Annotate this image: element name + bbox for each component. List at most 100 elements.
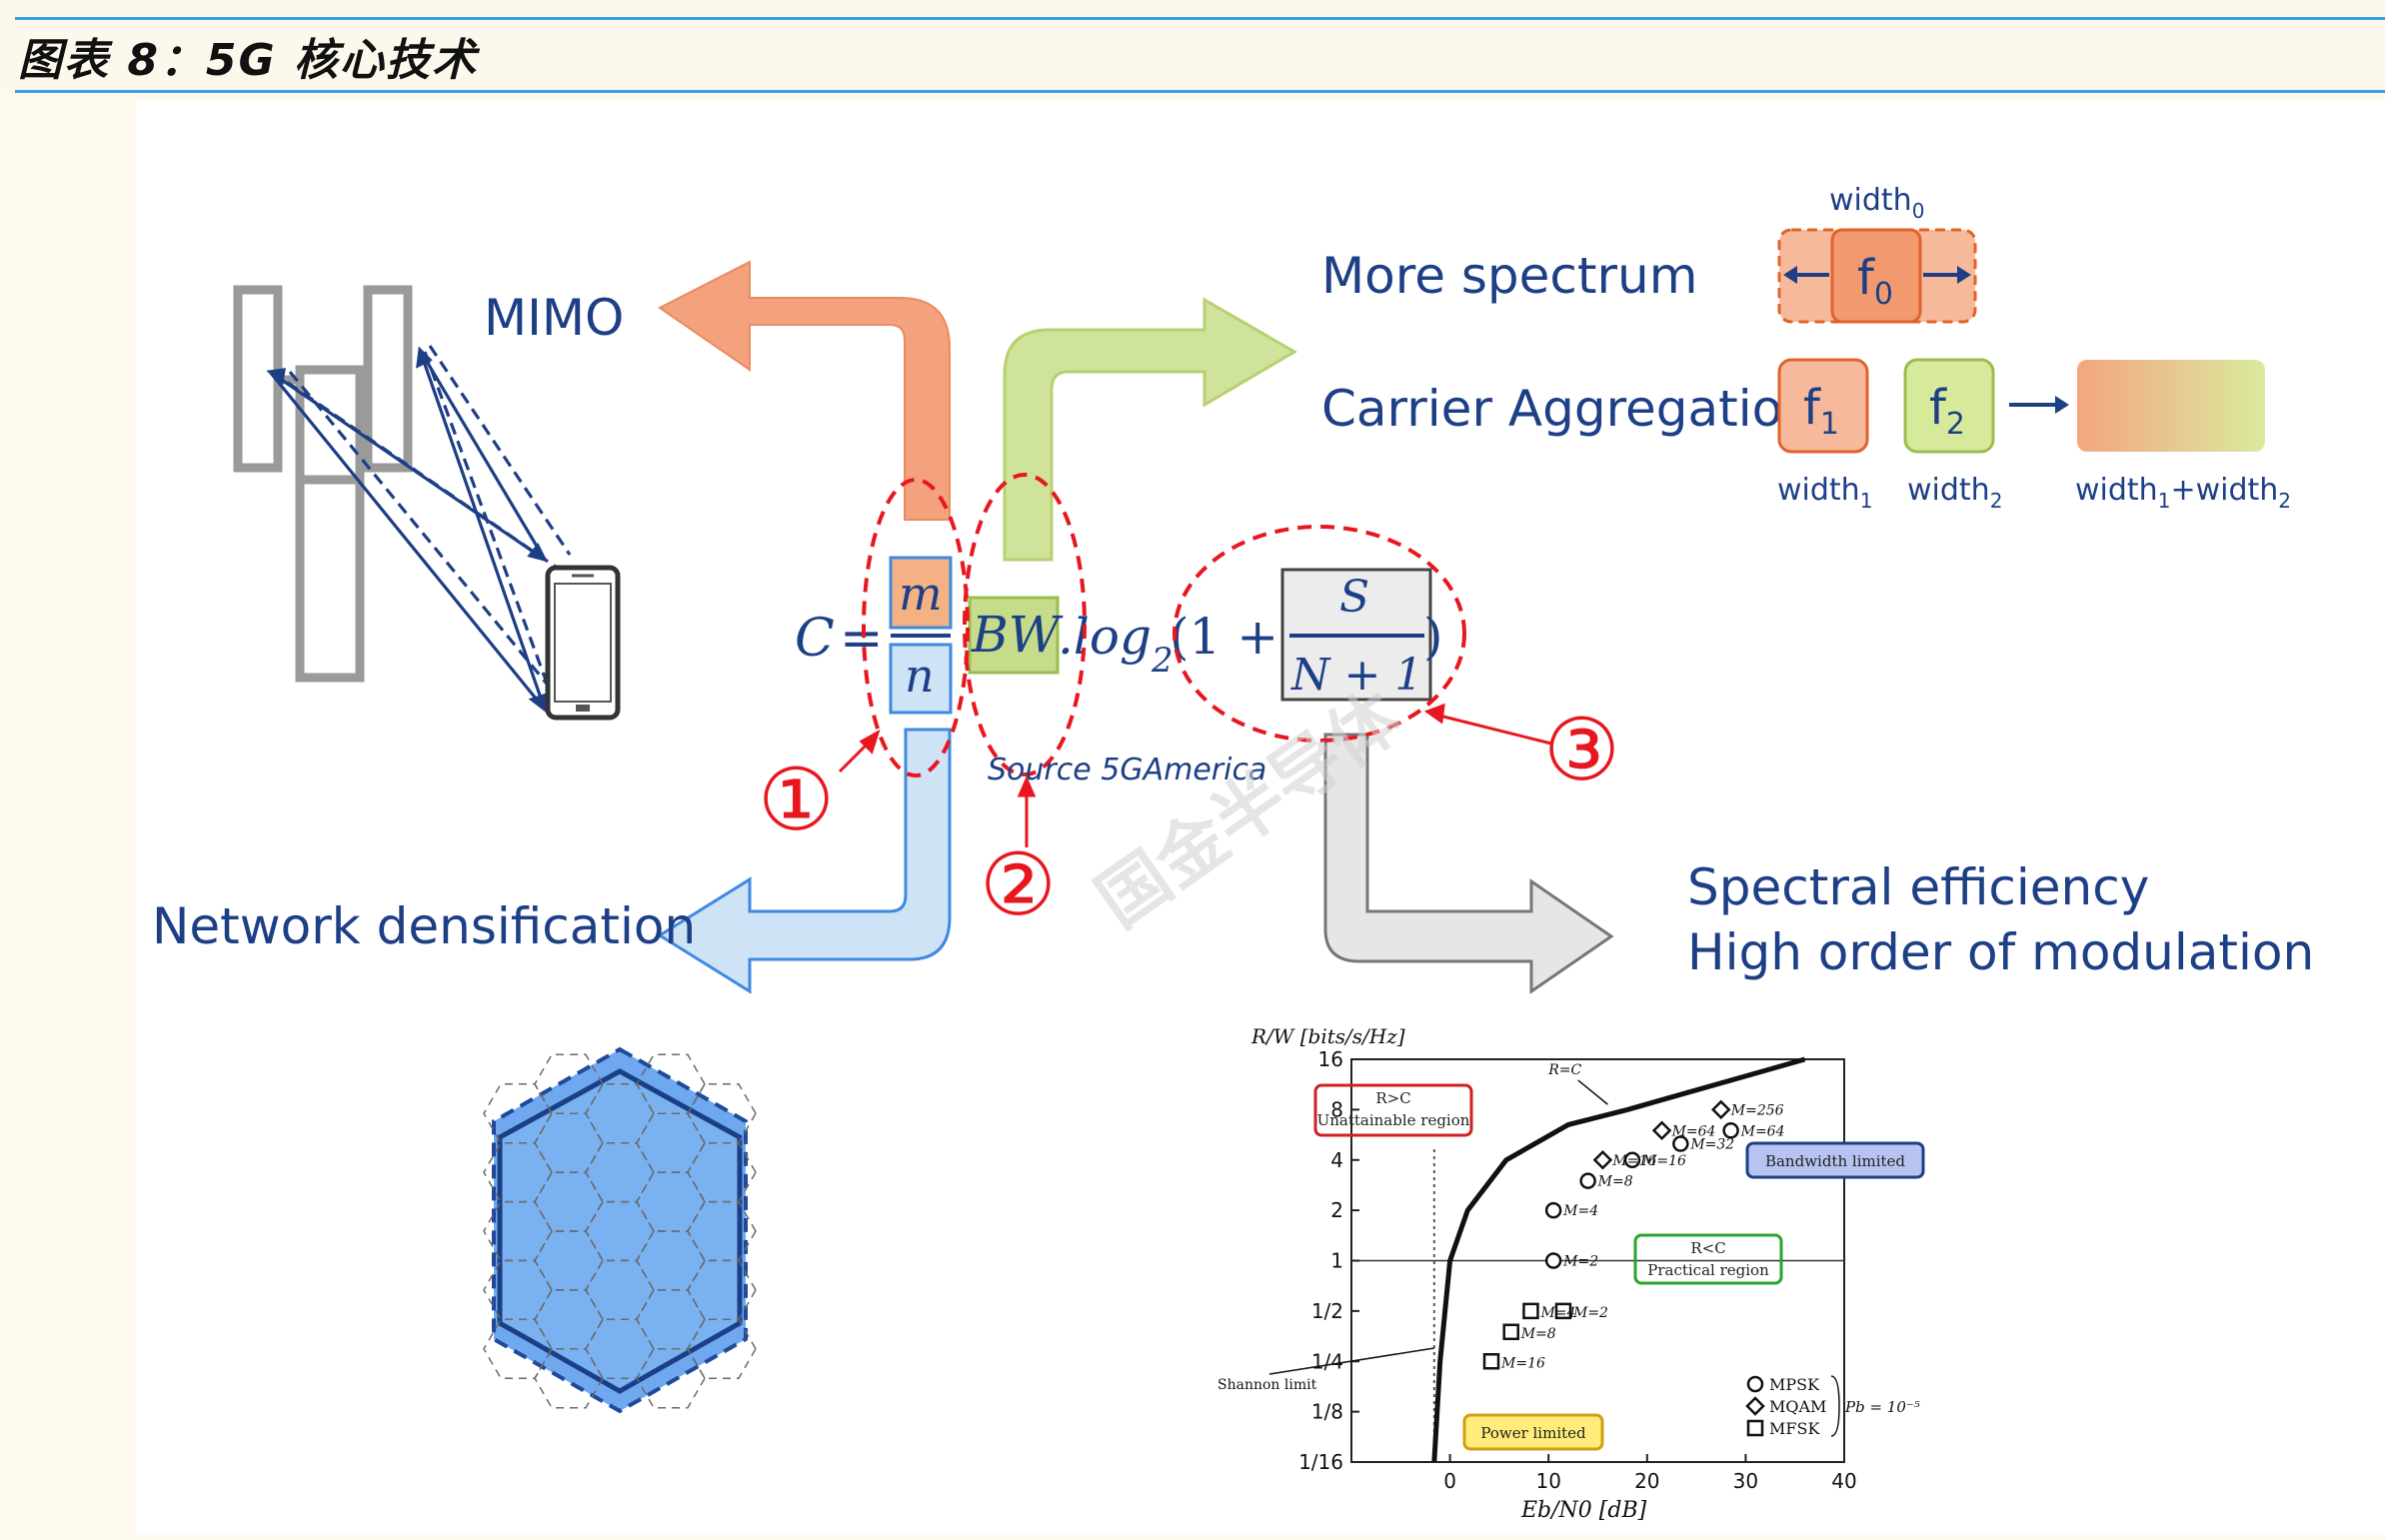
hex-grid	[483, 1053, 757, 1409]
formula-m: m	[899, 567, 943, 621]
source-note: Source 5GAmerica	[988, 753, 1266, 787]
f0-label: f0	[1857, 250, 1893, 312]
shannon-limit-leader	[1268, 1347, 1434, 1375]
y-tick-label: 1	[1330, 1249, 1343, 1273]
power-limited-region-box	[1462, 1413, 1604, 1451]
modulation-arrow	[1323, 733, 1614, 994]
formula-c: C	[795, 609, 835, 669]
formula-open: (1 +	[1170, 608, 1278, 666]
mpsk-point	[1672, 1135, 1689, 1152]
pb-label: Pb = 10⁻⁵	[1844, 1398, 1920, 1416]
point-label: M=16	[1500, 1355, 1545, 1371]
legend-mqam-marker	[1745, 1396, 1765, 1416]
formula-log-base: 2	[1151, 641, 1174, 681]
point-label: M=4	[1562, 1203, 1598, 1219]
spectral-efficiency-label: Spectral efficiency	[1687, 858, 2149, 916]
mpsk-point	[1544, 1201, 1562, 1219]
y-tick-label: 1/2	[1311, 1299, 1343, 1323]
point-label: M=2	[1572, 1305, 1608, 1321]
x-tick-label: 20	[1634, 1469, 1659, 1493]
mqam-point	[1651, 1120, 1672, 1141]
formula-m-box	[889, 556, 953, 630]
bandwidth-limited-region-box	[1745, 1141, 1925, 1179]
mfsk-point	[1502, 1323, 1519, 1341]
x-tick-label: 30	[1733, 1469, 1758, 1493]
mfsk-point	[1522, 1302, 1539, 1320]
formula-log: .log	[1058, 608, 1152, 666]
mpsk-point	[1544, 1252, 1562, 1269]
practical-region-box	[1633, 1233, 1783, 1285]
legend-mpsk-marker	[1746, 1375, 1764, 1393]
point-label: M=2	[1562, 1254, 1598, 1270]
chart-y-axis-label: R/W [bits/s/Hz]	[1250, 1024, 1405, 1048]
y-tick-label: 1/16	[1298, 1450, 1343, 1474]
formula-close: )	[1423, 608, 1443, 666]
network-densification-label: Network densification	[152, 897, 696, 955]
chart-x-axis-label: Eb/N0 [dB]	[1520, 1498, 1647, 1523]
diagram-svg: MIMO C = m n BW .log 2 (1 + S N + 1 )	[152, 183, 2314, 1523]
x-tick-label: 40	[1831, 1469, 1856, 1493]
x-tick-label: 10	[1535, 1469, 1560, 1493]
y-tick-label: 2	[1330, 1198, 1343, 1222]
y-tick-label: 1/4	[1311, 1349, 1343, 1373]
formula-n-plus-1: N + 1	[1290, 650, 1422, 701]
marker-2: ②	[980, 835, 1057, 935]
legend-mfsk-marker	[1746, 1419, 1764, 1437]
mpsk-point	[1722, 1122, 1739, 1139]
unattainable-region-text: R>C	[1375, 1089, 1410, 1107]
high-order-modulation-label: High order of modulation	[1687, 923, 2314, 981]
bandwidth-limited-region-text: Bandwidth limited	[1765, 1152, 1905, 1170]
hexagon-cell-icon	[483, 1046, 757, 1414]
point-label: M=4	[1539, 1305, 1575, 1321]
point-label: M=8	[1597, 1174, 1633, 1190]
formula-n-box	[889, 643, 953, 715]
y-tick-label: 1/8	[1311, 1400, 1343, 1424]
cell-tower-icon	[233, 285, 413, 683]
mimo-beams	[266, 345, 572, 714]
legend-brace	[1830, 1375, 1840, 1437]
point-label: M=256	[1730, 1102, 1784, 1118]
point-label: M=64	[1671, 1123, 1716, 1139]
unattainable-region-box	[1313, 1083, 1473, 1137]
width0-label: width0	[1829, 183, 1924, 223]
shannon-capacity-curve	[1431, 1056, 1806, 1463]
header-top-rule	[15, 17, 2385, 20]
figure-title: 图表 8：5G 核心技术	[18, 35, 478, 86]
diagram-canvas: MIMO C = m n BW .log 2 (1 + S N + 1 )	[136, 100, 2385, 1535]
practical-region-text: R<C	[1690, 1239, 1725, 1257]
mpsk-point	[1579, 1172, 1596, 1189]
point-label: M=64	[1740, 1123, 1785, 1139]
shannon-limit-label: Shannon limit	[1217, 1377, 1317, 1393]
formula-bw: BW	[971, 606, 1064, 664]
mfsk-point	[1482, 1353, 1500, 1370]
legend-label: MQAM	[1769, 1397, 1826, 1416]
f1-label: f1	[1803, 380, 1839, 442]
smartphone-icon	[545, 565, 621, 721]
hex-subcell	[687, 1318, 757, 1379]
f1-block: f1 width1	[1777, 358, 1872, 513]
f2-block: f2 width2	[1903, 358, 2002, 513]
formula-equals: =	[840, 609, 884, 669]
mfsk-point	[1554, 1302, 1572, 1320]
y-tick-label: 16	[1318, 1047, 1343, 1071]
marker-1: ①	[758, 751, 835, 850]
more-spectrum-label: More spectrum	[1321, 247, 1697, 305]
formula-bw-box	[968, 596, 1060, 675]
formula-n: n	[905, 649, 935, 703]
formula-s: S	[1339, 572, 1369, 623]
aggregation-arrow	[2009, 396, 2069, 414]
point-label: M=16	[1611, 1153, 1656, 1169]
bandwidth-limited-region: Bandwidth limited	[1745, 1141, 1925, 1179]
width2-label: width2	[1907, 473, 2002, 513]
mqam-point	[1592, 1149, 1613, 1170]
width1-label: width1	[1777, 473, 1872, 513]
rc-curve-label: R=C	[1547, 1062, 1581, 1078]
legend-label: MPSK	[1769, 1375, 1820, 1394]
f2-label: f2	[1929, 380, 1965, 442]
mqam-point	[1710, 1099, 1731, 1120]
point-label: M=8	[1520, 1326, 1556, 1342]
rc-leader-line	[1577, 1079, 1608, 1105]
x-tick-label: 0	[1443, 1469, 1456, 1493]
